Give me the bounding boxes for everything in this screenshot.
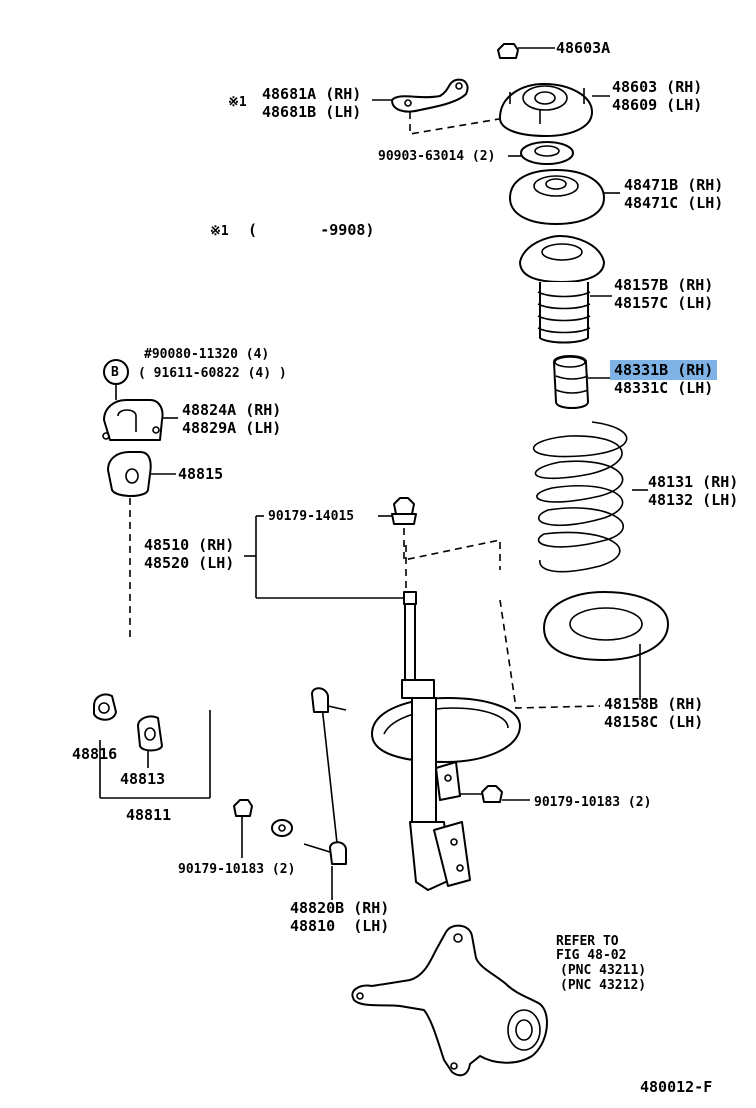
boot-48157-drawing[interactable] (519, 235, 612, 344)
label-48510-rh[interactable]: 48510 (RH) (144, 536, 235, 554)
label-48158-lh[interactable]: 48158C (LH) (604, 713, 704, 731)
label-48331-rh[interactable]: 48331B (RH) (610, 360, 718, 380)
insulator-48158-drawing[interactable] (543, 591, 669, 700)
note-mark-2: ※1 (210, 224, 229, 239)
upper-support-48603-drawing[interactable] (499, 83, 610, 137)
highlighted-part-number[interactable]: 48331B (RH) (610, 360, 718, 380)
strut-48510-drawing[interactable] (244, 515, 521, 891)
bushing-48815-drawing[interactable] (107, 451, 176, 640)
label-48810-lh[interactable]: 48810 (LH) (290, 917, 390, 935)
label-48158-rh[interactable]: 48158B (RH) (604, 695, 704, 713)
label-48681-lh[interactable]: 48681B (LH) (262, 103, 362, 121)
label-48131-rh[interactable]: 48131 (RH) (648, 473, 739, 491)
label-48157-lh[interactable]: 48157C (LH) (614, 294, 714, 312)
nut-48603A-drawing[interactable] (497, 43, 555, 59)
clamp-48816-drawing[interactable] (93, 693, 117, 721)
bracket-48824-drawing[interactable] (102, 359, 178, 441)
label-90080-11320[interactable]: #90080-11320 (4) (144, 347, 270, 362)
bushing-48813-drawing[interactable] (137, 715, 163, 752)
refer-line-3: (PNC 43211) (560, 963, 647, 978)
bearing-90903-drawing[interactable] (508, 141, 574, 165)
label-90179-14015[interactable]: 90179-14015 (268, 509, 355, 524)
label-48520-lh[interactable]: 48520 (LH) (144, 554, 235, 572)
label-48603-rh[interactable]: 48603 (RH) (612, 78, 703, 96)
knuckle-drawing[interactable] (351, 924, 548, 1077)
note-mark: ※1 (228, 95, 247, 110)
label-90903-63014[interactable]: 90903-63014 (2) (378, 149, 496, 164)
label-48811[interactable]: 48811 (126, 806, 172, 824)
label-48681-rh[interactable]: 48681A (RH) (262, 85, 362, 103)
refer-line-2[interactable]: FIG 48-02 (556, 948, 627, 963)
spring-seat-48471-drawing[interactable] (509, 169, 620, 225)
label-48820-rh[interactable]: 48820B (RH) (290, 899, 390, 917)
nut-90179-14015-drawing[interactable] (378, 497, 417, 525)
label-48331-lh[interactable]: 48331C (LH) (614, 379, 714, 397)
refer-line-1: REFER TO (556, 934, 619, 949)
label-48132-lh[interactable]: 48132 (LH) (648, 491, 739, 509)
label-48816[interactable]: 48816 (72, 745, 118, 763)
label-90179-10183-right[interactable]: 90179-10183 (2) (534, 795, 652, 810)
label-48815[interactable]: 48815 (178, 465, 224, 483)
label-48824-rh[interactable]: 48824A (RH) (182, 401, 282, 419)
link-48820-drawing[interactable] (303, 687, 347, 900)
note-range: ( -9908) (248, 221, 375, 239)
nut-90179-10183-right-drawing[interactable] (460, 785, 530, 803)
bracket-48681-drawing[interactable] (372, 78, 506, 135)
b-circle-label: B (111, 365, 119, 380)
figure-id: 480012-F (640, 1078, 713, 1096)
label-48603A[interactable]: 48603A (556, 39, 611, 57)
coil-spring-48131-drawing[interactable] (532, 421, 648, 573)
label-48609-lh[interactable]: 48609 (LH) (612, 96, 703, 114)
label-91611-60822[interactable]: ( 91611-60822 (4) ) (138, 366, 287, 381)
label-48829-lh[interactable]: 48829A (LH) (182, 419, 282, 437)
nut-90179-10183-left-drawing[interactable] (233, 799, 253, 858)
label-48471-lh[interactable]: 48471C (LH) (624, 194, 724, 212)
label-90179-10183-left[interactable]: 90179-10183 (2) (178, 862, 296, 877)
label-48471-rh[interactable]: 48471B (RH) (624, 176, 724, 194)
label-48157-rh[interactable]: 48157B (RH) (614, 276, 714, 294)
label-48813[interactable]: 48813 (120, 770, 166, 788)
bump-stop-48331-drawing[interactable] (553, 355, 612, 409)
stabilizer-bar-48811-drawing[interactable] (99, 645, 295, 837)
refer-line-4: (PNC 43212) (560, 978, 647, 993)
